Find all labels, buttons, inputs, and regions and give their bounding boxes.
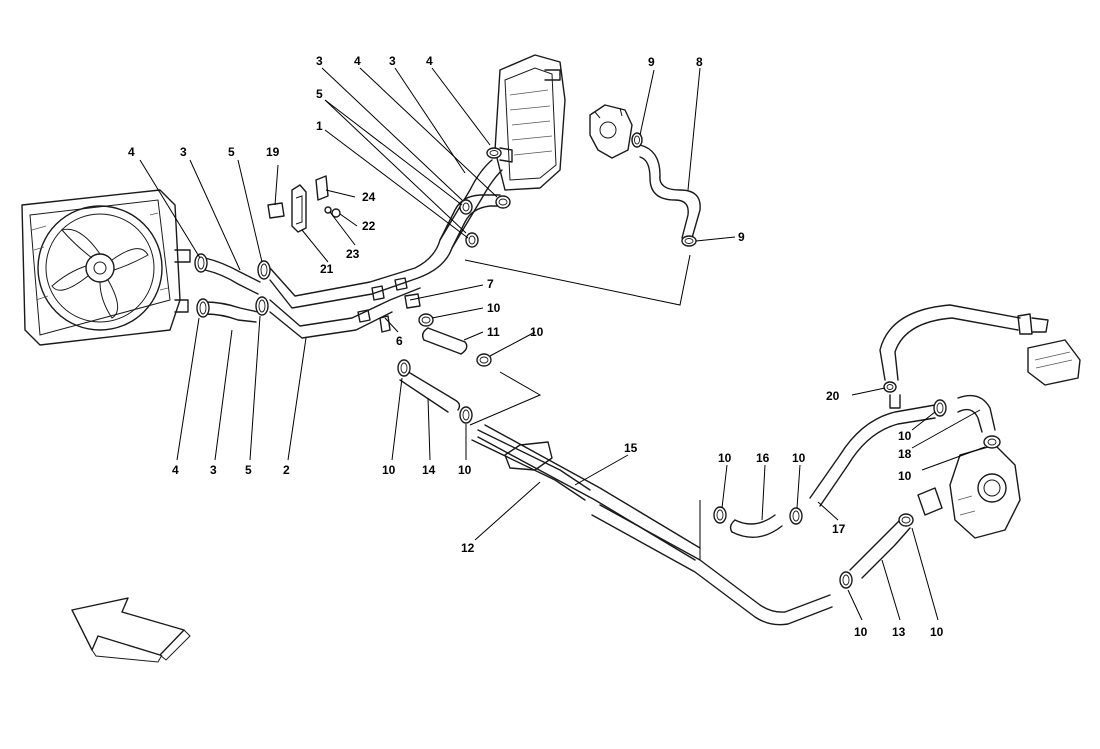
coolant-pipes [204, 144, 996, 626]
callout-label: 22 [362, 219, 376, 233]
callout-label: 10 [718, 451, 732, 465]
callout-label: 4 [172, 463, 179, 477]
clamp [839, 571, 853, 589]
callout-label: 15 [624, 441, 638, 455]
clamp [713, 506, 727, 524]
reference-lines [464, 254, 701, 560]
callout-label: 23 [346, 247, 360, 261]
callout-label: 10 [854, 625, 868, 639]
callout-label: 18 [898, 447, 912, 461]
clamp [933, 399, 947, 417]
callout-label: 21 [320, 262, 334, 276]
small-fittings [267, 175, 421, 333]
callout-label: 11 [487, 325, 500, 339]
callout-label: 6 [396, 334, 403, 348]
clamp [196, 298, 210, 318]
callout-label: 5 [228, 145, 235, 159]
callout-label: 10 [487, 301, 501, 315]
callout-label: 7 [487, 277, 494, 291]
callout-label: 1 [316, 119, 323, 133]
callout-label: 10 [792, 451, 806, 465]
callout-label: 8 [696, 55, 703, 69]
callout-label: 24 [362, 190, 376, 204]
callout-label: 10 [530, 325, 544, 339]
callout-label: 5 [316, 87, 323, 101]
callout-label: 12 [461, 541, 475, 555]
callout-label: 3 [210, 463, 217, 477]
callout-label: 2 [283, 463, 290, 477]
clamp [459, 199, 473, 215]
clamp [194, 253, 208, 273]
callout-label: 3 [316, 54, 323, 68]
callout-label: 4 [354, 54, 361, 68]
callout-label: 10 [382, 463, 396, 477]
clamp [789, 507, 803, 525]
clamp [257, 260, 271, 280]
clamp [681, 235, 697, 247]
callout-label: 10 [898, 429, 912, 443]
callout-leader-lines [139, 67, 986, 621]
callout-label: 17 [832, 522, 846, 536]
hose-clamps [194, 132, 1001, 589]
callout-label: 10 [898, 469, 912, 483]
clamp [465, 232, 479, 248]
callout-label: 3 [389, 54, 396, 68]
clamp [983, 435, 1001, 449]
clamp [898, 513, 914, 527]
callout-label: 20 [826, 389, 840, 403]
upper-heat-exchanger [494, 54, 566, 191]
callout-label: 4 [426, 54, 433, 68]
callout-label: 14 [422, 463, 436, 477]
callout-label: 13 [892, 625, 906, 639]
callout-label: 16 [756, 451, 770, 465]
callout-label: 9 [648, 55, 655, 69]
callout-label: 5 [245, 463, 252, 477]
clamp [459, 406, 473, 424]
callout-labels: 3 4 3 4 5 1 4 3 5 19 24 22 23 21 9 8 9 7… [128, 54, 944, 639]
clamp [883, 381, 897, 393]
front-direction-arrow [71, 597, 191, 663]
callout-label: 10 [458, 463, 472, 477]
left-radiator-fan-assembly [21, 189, 191, 346]
clamp [418, 313, 434, 327]
clamp [255, 296, 269, 316]
callout-label: 19 [266, 145, 280, 159]
clamp [631, 132, 643, 148]
callout-label: 3 [180, 145, 187, 159]
engine-block-fragment [917, 444, 1021, 539]
clamp [486, 147, 502, 159]
callout-label: 9 [738, 230, 745, 244]
clamp [397, 359, 411, 377]
callout-label: 10 [930, 625, 944, 639]
expansion-tank-assembly [879, 304, 1081, 386]
clamp [476, 353, 492, 367]
upper-valve-body [589, 104, 633, 159]
clamp [495, 195, 511, 209]
callout-label: 4 [128, 145, 135, 159]
